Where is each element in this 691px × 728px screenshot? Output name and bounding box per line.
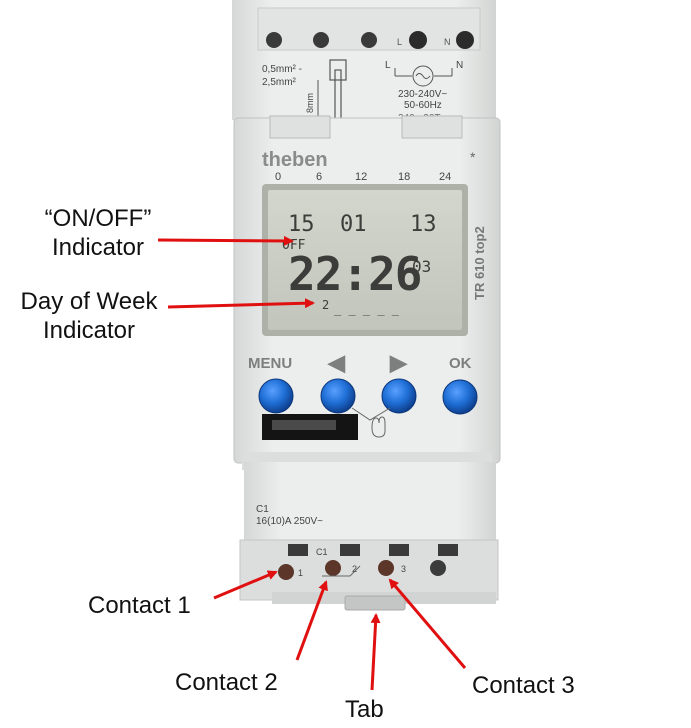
terminal-n-diagram: N: [456, 60, 463, 71]
dow-callout-line2: Indicator: [42, 317, 136, 344]
onoff-indicator-callout: “ON/OFF” Indicator: [18, 204, 178, 262]
frequency-label: 50-60Hz: [404, 100, 442, 111]
menu-button[interactable]: [258, 378, 294, 414]
contact-3-screw: [378, 560, 394, 576]
terminal-l-label: L: [397, 37, 402, 47]
lcd-seconds: 03: [412, 257, 431, 276]
onoff-callout-line1: “ON/OFF”: [44, 205, 152, 232]
scale-tick-label: 0: [275, 171, 281, 183]
contact-1-screw: [278, 564, 294, 580]
tab-arrow: [370, 613, 381, 691]
onoff-arrow: [157, 235, 294, 246]
contact1-arrow: [213, 570, 278, 600]
voltage-label: 230-240V~: [398, 89, 447, 100]
screw-terminal: [266, 31, 474, 49]
terminal-number-2: 2: [352, 564, 357, 574]
lcd-date-year: 13: [410, 212, 437, 237]
scale-tick-label: 6: [316, 171, 322, 183]
wire-size-line1: 0,5mm² -: [262, 64, 302, 75]
contact1-callout: Contact 1: [88, 592, 191, 619]
onoff-callout-line2: Indicator: [51, 234, 145, 261]
ok-label: OK: [449, 355, 472, 372]
scale-tick-label: 18: [398, 171, 410, 183]
dow-callout-line1: Day of Week: [20, 288, 158, 315]
lower-housing: [239, 462, 499, 611]
channel-label: C1: [256, 504, 269, 515]
dow-indicator-callout: Day of Week Indicator: [6, 287, 172, 345]
ok-button[interactable]: [442, 379, 478, 415]
top-terminal-block: L N 0,5mm² - 2,5mm² 8mm L N 230-240V~ 50…: [232, 0, 496, 124]
model-label: TR 610 top2: [472, 226, 487, 300]
ac-source-icon: [394, 65, 453, 87]
bottom-terminal-block: [278, 544, 458, 580]
scale-tick-label: 12: [355, 171, 367, 183]
wire-size-line2: 2,5mm²: [262, 77, 297, 88]
terminal-l-diagram: L: [385, 60, 391, 71]
lcd-weekday-dashes: _ _ _ _ _: [334, 302, 400, 316]
brand-logo: theben: [262, 149, 328, 171]
menu-label: MENU: [248, 355, 292, 372]
dow-arrow: [167, 298, 315, 309]
contact-2-screw: [325, 560, 341, 576]
contact2-callout: Contact 2: [175, 669, 278, 696]
hour-scale: 0 6 12 18 24: [275, 171, 451, 183]
contact3-callout: Contact 3: [472, 672, 575, 699]
scale-tick-label: 24: [439, 171, 451, 183]
lcd-time: 22:26: [288, 247, 421, 301]
tab-callout: Tab: [345, 696, 384, 723]
terminal-number-3: 3: [401, 564, 406, 574]
strip-length-label: 8mm: [305, 93, 315, 113]
left-arrow-icon: ◀: [327, 350, 346, 375]
star-mark: *: [470, 149, 476, 165]
label-slot-barcode: [272, 420, 336, 430]
right-arrow-icon: ▶: [389, 350, 408, 375]
contact2-arrow: [295, 580, 328, 661]
terminal-number-1: 1: [298, 568, 303, 578]
rating-label: 16(10)A 250V~: [256, 516, 323, 527]
lcd-weekday: 2: [322, 298, 329, 312]
right-button[interactable]: [381, 378, 417, 414]
lcd-date-day: 15: [288, 212, 315, 237]
lcd-display: [262, 184, 468, 336]
lcd-date-month: 01: [340, 212, 367, 237]
contact3-arrow: [388, 578, 467, 669]
left-button[interactable]: [320, 378, 356, 414]
bottom-channel-label: C1: [316, 547, 328, 557]
hand-icon: [351, 407, 391, 438]
terminal-n-label-top: N: [444, 37, 451, 47]
